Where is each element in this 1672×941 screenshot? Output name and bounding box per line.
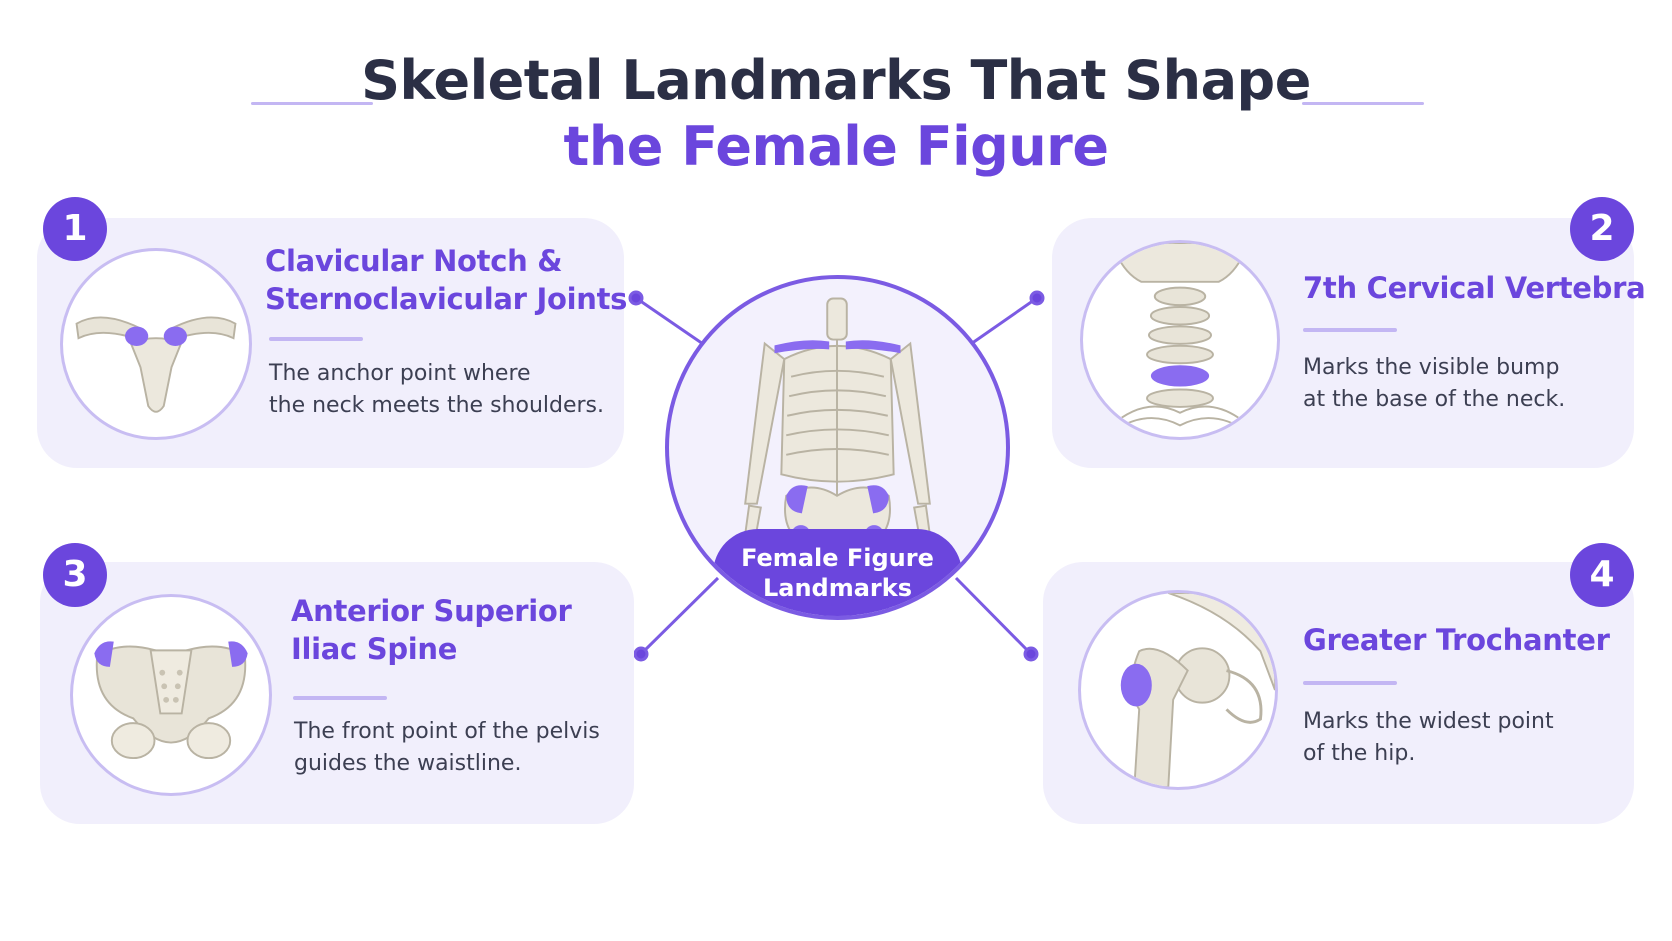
femur-icon xyxy=(1078,590,1278,790)
pelvis-icon xyxy=(70,594,272,796)
card-description-2: Marks the visible bump at the base of th… xyxy=(1303,355,1566,412)
card-rule-4 xyxy=(1303,681,1397,685)
card-rule-2 xyxy=(1303,328,1397,332)
center-skeleton-circle: Female Figure Landmarks xyxy=(665,275,1010,620)
card-title-3: Anterior Superior Iliac Spine xyxy=(291,594,572,666)
card-description-4: Marks the widest point of the hip. xyxy=(1303,709,1554,766)
card-number-badge-3: 3 xyxy=(43,543,107,607)
title-left-line xyxy=(251,102,373,105)
card-title-2: 7th Cervical Vertebra xyxy=(1303,271,1646,305)
card-number-badge-1: 1 xyxy=(43,197,107,261)
spine-icon xyxy=(1080,240,1280,440)
center-label-pill: Female Figure Landmarks xyxy=(713,529,962,616)
card-rule-1 xyxy=(269,337,363,341)
title-line-1: Skeletal Landmarks That Shape xyxy=(361,49,1311,112)
card-rule-3 xyxy=(293,696,387,700)
title-right-line xyxy=(1302,102,1424,105)
card-title-4: Greater Trochanter xyxy=(1303,623,1610,657)
connector-dot-3 xyxy=(633,646,649,662)
card-description-3: The front point of the pelvis guides the… xyxy=(294,719,600,776)
card-description-1: The anchor point where the neck meets th… xyxy=(269,361,605,418)
connector-dot-1 xyxy=(628,290,644,306)
clavicle-icon xyxy=(60,248,252,440)
title-line-2: the Female Figure xyxy=(563,115,1109,178)
page-title: Skeletal Landmarks That Shape the Female… xyxy=(0,48,1672,180)
connector-dot-2 xyxy=(1029,290,1045,306)
card-number-badge-2: 2 xyxy=(1570,197,1634,261)
connector-dot-4 xyxy=(1023,646,1039,662)
card-number-badge-4: 4 xyxy=(1570,543,1634,607)
card-title-1: Clavicular Notch & Sternoclavicular Join… xyxy=(265,244,628,316)
